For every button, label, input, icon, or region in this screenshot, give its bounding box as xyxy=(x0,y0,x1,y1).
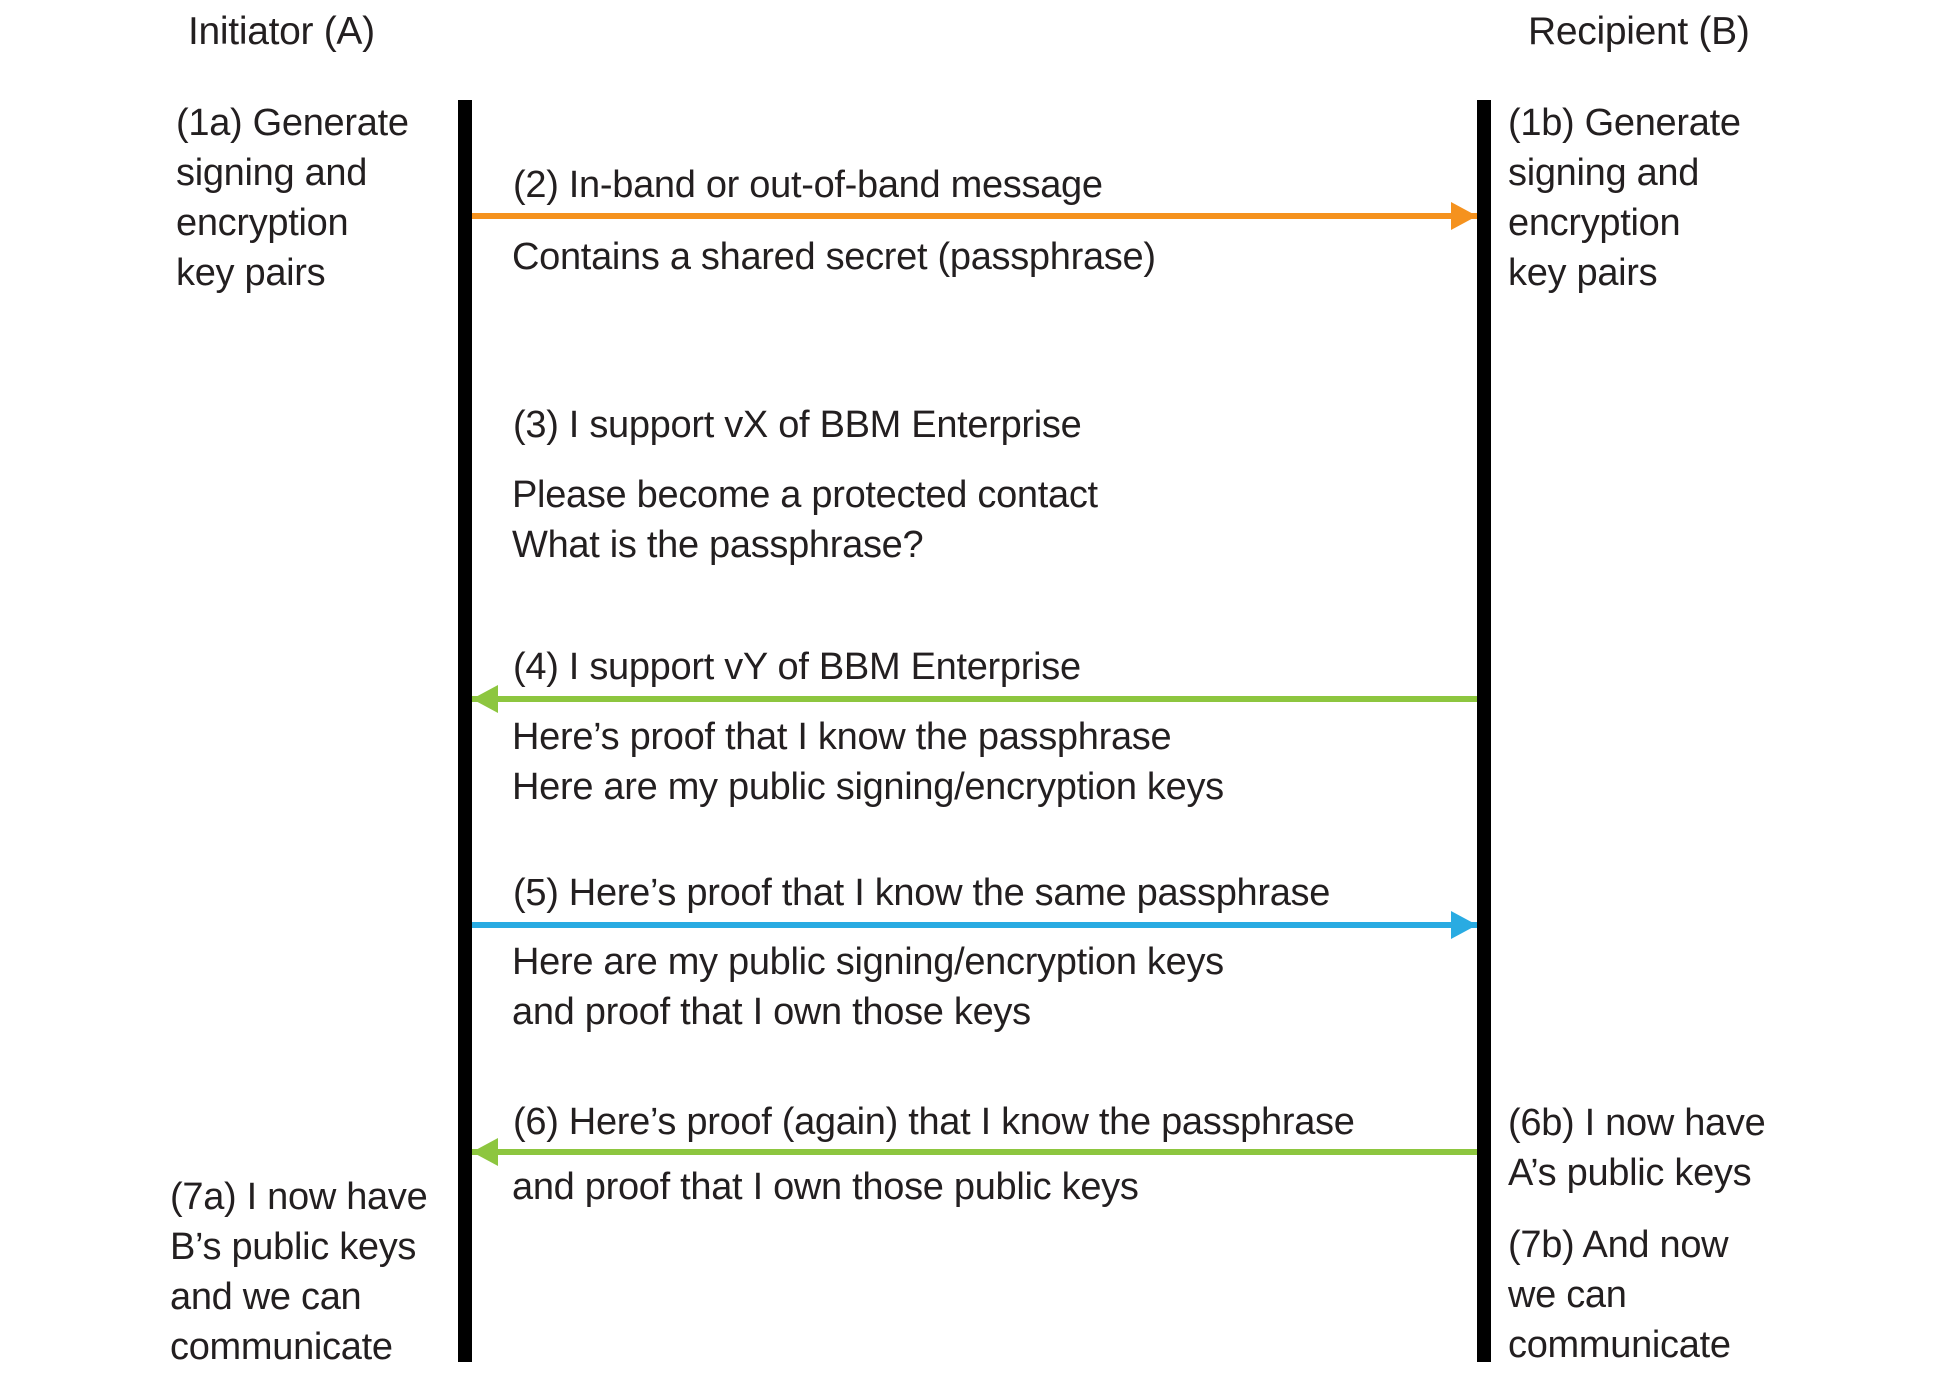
note-7a: (7a) I now have B’s public keys and we c… xyxy=(170,1176,428,1368)
message-4-detail: Here’s proof that I know the passphrase … xyxy=(512,716,1224,808)
arrowhead-left-icon xyxy=(472,1138,498,1166)
message-5-label: (5) Here’s proof that I know the same pa… xyxy=(513,872,1331,914)
arrowhead-left-icon xyxy=(472,685,498,713)
message-4-label: (4) I support vY of BBM Enterprise xyxy=(513,646,1081,688)
message-3-detail: Please become a protected contact What i… xyxy=(512,474,1098,566)
arrow-line xyxy=(472,922,1477,928)
message-6-detail: and proof that I own those public keys xyxy=(512,1166,1139,1208)
message-2-label: (2) In-band or out-of-band message xyxy=(513,164,1103,206)
arrow-line xyxy=(472,1149,1477,1155)
lifeline-initiator xyxy=(458,100,472,1362)
message-6-arrow xyxy=(472,1138,1477,1166)
lifeline-recipient xyxy=(1477,100,1491,1362)
arrow-line xyxy=(472,213,1477,219)
note-1b: (1b) Generate signing and encryption key… xyxy=(1508,102,1741,294)
message-5-arrow xyxy=(472,911,1477,939)
message-6-label: (6) Here’s proof (again) that I know the… xyxy=(513,1101,1355,1143)
note-7b: (7b) And now we can communicate xyxy=(1508,1224,1731,1366)
message-2-arrow xyxy=(472,202,1477,230)
message-3-label: (3) I support vX of BBM Enterprise xyxy=(513,404,1082,446)
actor-label-recipient: Recipient (B) xyxy=(1528,10,1750,53)
message-4-arrow xyxy=(472,685,1477,713)
note-6b: (6b) I now have A’s public keys xyxy=(1508,1102,1766,1194)
message-5-detail: Here are my public signing/encryption ke… xyxy=(512,941,1224,1033)
arrow-line xyxy=(472,696,1477,702)
actor-label-initiator: Initiator (A) xyxy=(188,10,375,53)
note-1a: (1a) Generate signing and encryption key… xyxy=(176,102,409,294)
arrowhead-right-icon xyxy=(1451,202,1477,230)
arrowhead-right-icon xyxy=(1451,911,1477,939)
message-2-detail: Contains a shared secret (passphrase) xyxy=(512,236,1156,278)
